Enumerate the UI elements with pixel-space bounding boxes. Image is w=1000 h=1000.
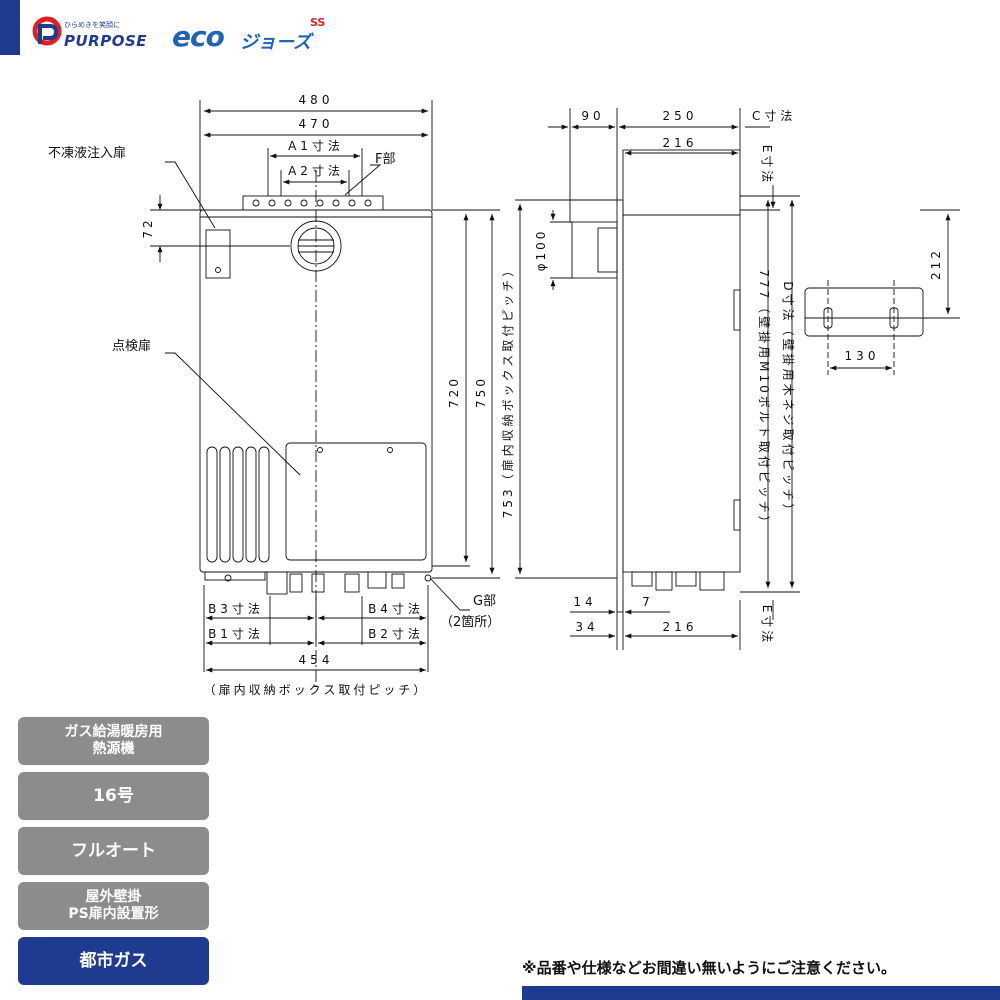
dim-b1: B1寸法 [208, 627, 264, 641]
dim-212: 212 [929, 248, 943, 280]
label-g-part: G部 [473, 594, 496, 609]
dim-750: 750 [474, 376, 488, 408]
purpose-logo-icon [32, 16, 62, 46]
dim-d: D寸法（壁掛用木ネジ取付ピッチ） [781, 281, 796, 518]
side-wall-plate [616, 199, 624, 613]
spec-badge-install: 屋外壁掛 PS扉内設置形 [18, 882, 209, 930]
eco-logo: eco [172, 20, 225, 53]
dim-480: 480 [299, 93, 334, 107]
label-inspection-door: 点検扉 [112, 338, 151, 354]
eco-logo-suffix: ジョーズ [240, 32, 312, 53]
dim-14: 14 [573, 595, 596, 609]
dim-a1: A1寸法 [288, 139, 344, 153]
brand-tagline: ひらめきを笑顔に [64, 21, 120, 29]
dim-72: 72 [141, 217, 155, 238]
dim-250: 250 [663, 109, 698, 123]
dim-c: C寸法 [752, 109, 796, 123]
inspection-door-shape [285, 442, 427, 561]
label-g-part-note: （2箇所） [440, 614, 500, 630]
vent-louvers [206, 446, 270, 563]
dim-34: 34 [575, 620, 598, 634]
dim-216-top: 216 [663, 136, 698, 150]
dim-b3: B3寸法 [208, 602, 264, 616]
spec-badge-function: フルオート [18, 827, 209, 875]
dim-216-bottom: 216 [663, 620, 698, 634]
dim-720: 720 [447, 376, 461, 408]
eco-flame-icon: SS [310, 16, 326, 29]
dim-e-top: E寸法 [760, 145, 774, 186]
label-pitch-note: （扉内収納ボックス取付ピッチ） [204, 683, 429, 697]
dim-e-bottom: E寸法 [760, 605, 774, 646]
dim-a2: A2寸法 [288, 164, 344, 178]
dim-b2: B2寸法 [368, 627, 424, 641]
header-accent-bar [0, 0, 20, 55]
side-bottom-connections [631, 571, 725, 591]
dim-130: 130 [845, 349, 880, 363]
dim-777: 777（壁掛用M10ボルト取付ピッチ） [757, 269, 772, 531]
spec-badge-type: ガス給湯暖房用 熱源機 [18, 717, 209, 765]
antifreeze-door-shape [205, 229, 231, 279]
notice-text: ※品番や仕様などお間違い無いようにご注意ください。 [522, 959, 896, 977]
brand-name: PURPOSE [64, 32, 148, 50]
dim-753: 753（扉内収納ボックス取付ピッチ） [501, 262, 515, 519]
label-antifreeze-door: 不凍液注入扉 [48, 145, 126, 161]
dim-90: 90 [581, 109, 604, 123]
dim-7: 7 [642, 595, 654, 609]
spec-badge-gas: 都市ガス [18, 937, 209, 985]
dim-470: 470 [299, 117, 334, 131]
label-f-part: F部 [375, 152, 395, 167]
dim-454: 454 [299, 653, 334, 667]
bottom-connections [204, 571, 432, 595]
top-fittings [252, 199, 372, 207]
wall-bracket [804, 287, 924, 337]
side-unit-body [622, 214, 741, 573]
dim-phi100: φ100 [534, 229, 548, 272]
dimension-drawing: 480 470 A1寸法 A2寸法 不凍液注入扉 F部 点検扉 72 720 7… [48, 93, 960, 697]
spec-badge-capacity: 16号 [18, 772, 209, 820]
side-exhaust-pipe [571, 221, 618, 279]
notice-underline-bar [522, 986, 1000, 1000]
dim-b4: B4寸法 [368, 602, 424, 616]
